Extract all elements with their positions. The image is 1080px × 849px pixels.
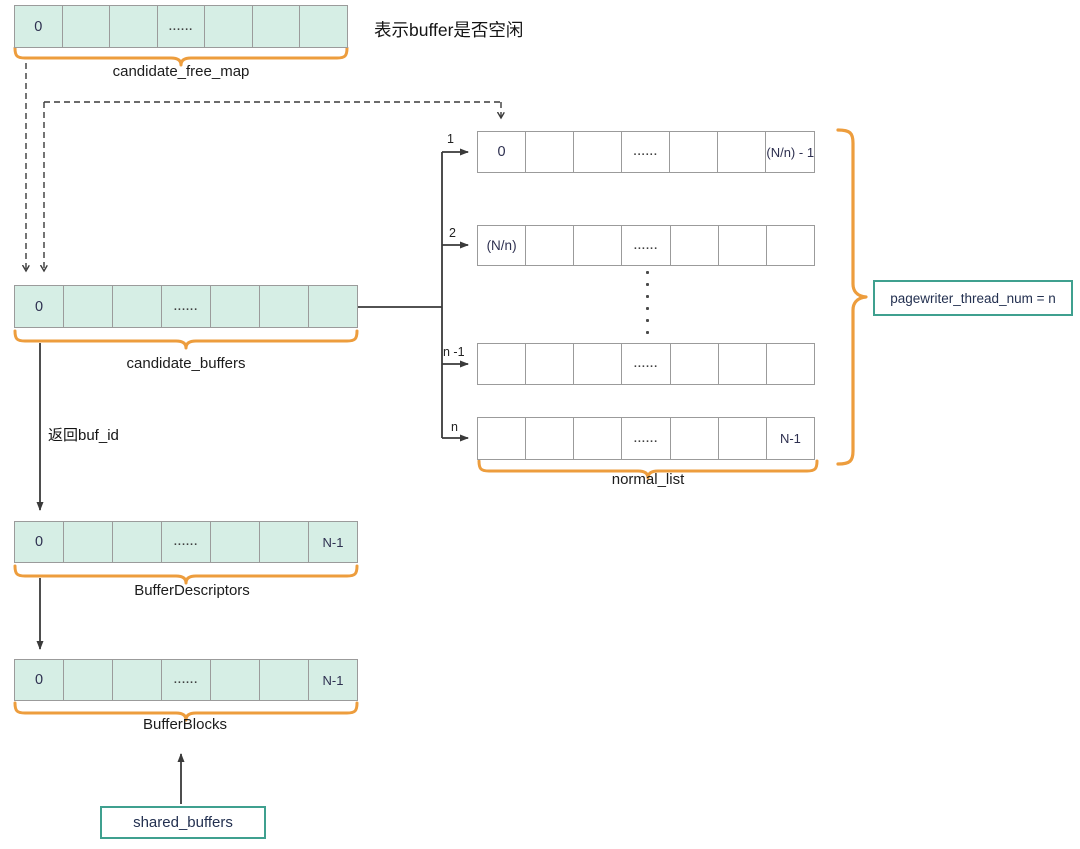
array-cell: N-1 — [765, 417, 815, 460]
label-normal-list: normal_list — [611, 471, 685, 488]
array-cell: ...... — [621, 131, 670, 173]
array-normal-list-row-2: (N/n) ...... — [477, 225, 815, 266]
array-cell — [259, 521, 308, 563]
array-buffer-descriptors: 0 ...... N-1 — [14, 521, 358, 563]
brace-normal-list — [477, 459, 819, 480]
array-cell: 0 — [14, 521, 63, 563]
array-cell — [717, 417, 766, 460]
branch-label-1: 1 — [447, 132, 454, 146]
array-cell — [669, 417, 718, 460]
brace-buffer-blocks — [13, 701, 359, 722]
array-cell — [251, 5, 300, 48]
brace-pagewriter-threads — [836, 128, 868, 466]
array-cell: ...... — [156, 5, 205, 48]
label-candidate-buffers: candidate_buffers — [126, 355, 246, 372]
label-buffer-blocks: BufferBlocks — [143, 716, 227, 733]
array-candidate-free-map: 0 ...... — [14, 5, 349, 48]
array-cell: 0 — [14, 659, 63, 701]
array-cell — [717, 343, 766, 385]
pagewriter-thread-num-box: pagewriter_thread_num = n — [873, 280, 1073, 316]
array-cell — [299, 5, 349, 48]
array-cell — [204, 5, 252, 48]
array-cell — [717, 225, 766, 266]
array-cell: ...... — [621, 343, 670, 385]
array-normal-list-row-1: 0 ...... (N/n) - 1 — [477, 131, 816, 173]
branch-label-n-1: n -1 — [443, 345, 465, 359]
array-cell — [210, 285, 259, 328]
brace-candidate-buffers — [13, 329, 359, 350]
array-cell — [669, 131, 718, 173]
array-cell — [573, 225, 622, 266]
array-cell — [477, 343, 526, 385]
array-cell: ...... — [621, 417, 670, 460]
array-cell — [112, 521, 161, 563]
array-cell: N-1 — [308, 521, 358, 563]
array-cell — [525, 131, 574, 173]
brace-candidate-free-map — [13, 46, 349, 67]
array-cell: ...... — [161, 285, 210, 328]
array-cell — [61, 5, 110, 48]
label-buffer-descriptors: BufferDescriptors — [134, 582, 250, 599]
array-cell — [63, 285, 112, 328]
array-cell — [573, 131, 622, 173]
array-cell — [525, 343, 574, 385]
shared-buffers-label: shared_buffers — [133, 814, 233, 831]
array-cell — [669, 225, 718, 266]
array-buffer-blocks: 0 ...... N-1 — [14, 659, 358, 701]
array-cell — [765, 343, 815, 385]
array-cell — [63, 521, 112, 563]
array-cell: ...... — [161, 521, 210, 563]
array-cell — [259, 659, 308, 701]
array-normal-list-row-n: ...... N-1 — [477, 417, 815, 460]
array-cell — [573, 343, 622, 385]
array-cell — [112, 285, 161, 328]
shared-buffers-box: shared_buffers — [100, 806, 266, 839]
array-cell — [259, 285, 308, 328]
array-cell: (N/n) - 1 — [765, 131, 816, 173]
array-cell: 0 — [14, 285, 63, 328]
array-normal-list-row-n-1: ...... — [477, 343, 815, 385]
note-buffer-free: 表示buffer是否空闲 — [374, 20, 524, 40]
array-cell: ...... — [161, 659, 210, 701]
pagewriter-thread-num-label: pagewriter_thread_num = n — [890, 290, 1056, 306]
array-cell — [63, 659, 112, 701]
brace-buffer-descriptors — [13, 564, 359, 585]
branch-label-2: 2 — [449, 226, 456, 240]
array-cell — [717, 131, 766, 173]
array-cell: (N/n) — [477, 225, 526, 266]
array-cell: 0 — [14, 5, 62, 48]
array-cell — [477, 417, 526, 460]
array-cell: N-1 — [308, 659, 358, 701]
vertical-ellipsis — [646, 271, 649, 334]
label-return-buf-id: 返回buf_id — [48, 427, 119, 444]
array-candidate-buffers: 0 ...... — [14, 285, 358, 328]
array-cell: 0 — [477, 131, 526, 173]
array-cell — [573, 417, 622, 460]
array-cell — [210, 521, 259, 563]
array-cell — [109, 5, 157, 48]
array-cell — [765, 225, 815, 266]
branch-label-n: n — [451, 420, 458, 434]
array-cell — [669, 343, 718, 385]
array-cell: ...... — [621, 225, 670, 266]
array-cell — [308, 285, 358, 328]
array-cell — [210, 659, 259, 701]
array-cell — [525, 417, 574, 460]
array-cell — [525, 225, 574, 266]
array-cell — [112, 659, 161, 701]
label-candidate-free-map: candidate_free_map — [112, 63, 250, 80]
